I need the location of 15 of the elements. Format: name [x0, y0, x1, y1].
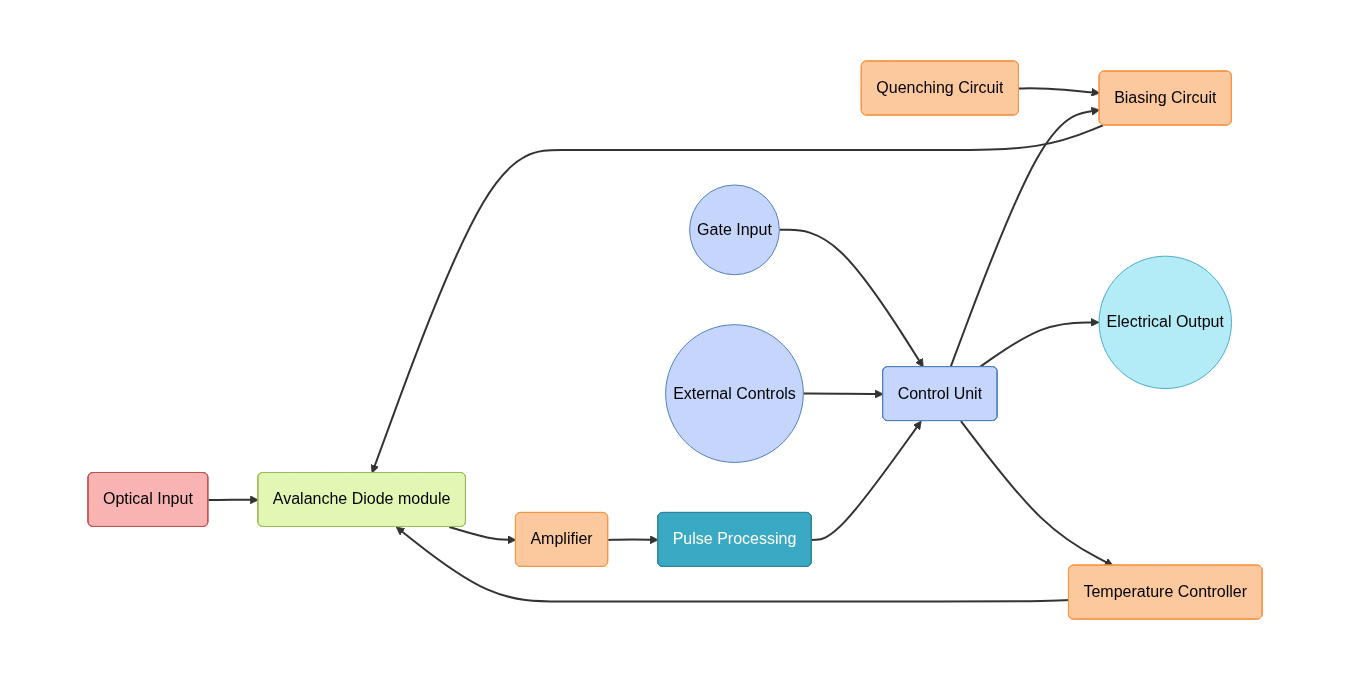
arrow: [802, 390, 884, 399]
arrow: [978, 318, 1100, 369]
arrow: [959, 420, 1114, 567]
node-circle: Electrical Output: [1098, 256, 1232, 390]
arrow: [395, 527, 1070, 603]
arrow: [607, 535, 659, 545]
arrow: [810, 421, 922, 542]
arrow: [778, 229, 924, 368]
node-circle: Gate Input: [689, 184, 780, 276]
arrow: [448, 526, 517, 545]
arrow: [370, 124, 1105, 474]
node-circle: External Controls: [665, 324, 804, 464]
arrow: [1017, 87, 1100, 98]
arrow: [207, 495, 259, 505]
arrow: [949, 107, 1100, 369]
